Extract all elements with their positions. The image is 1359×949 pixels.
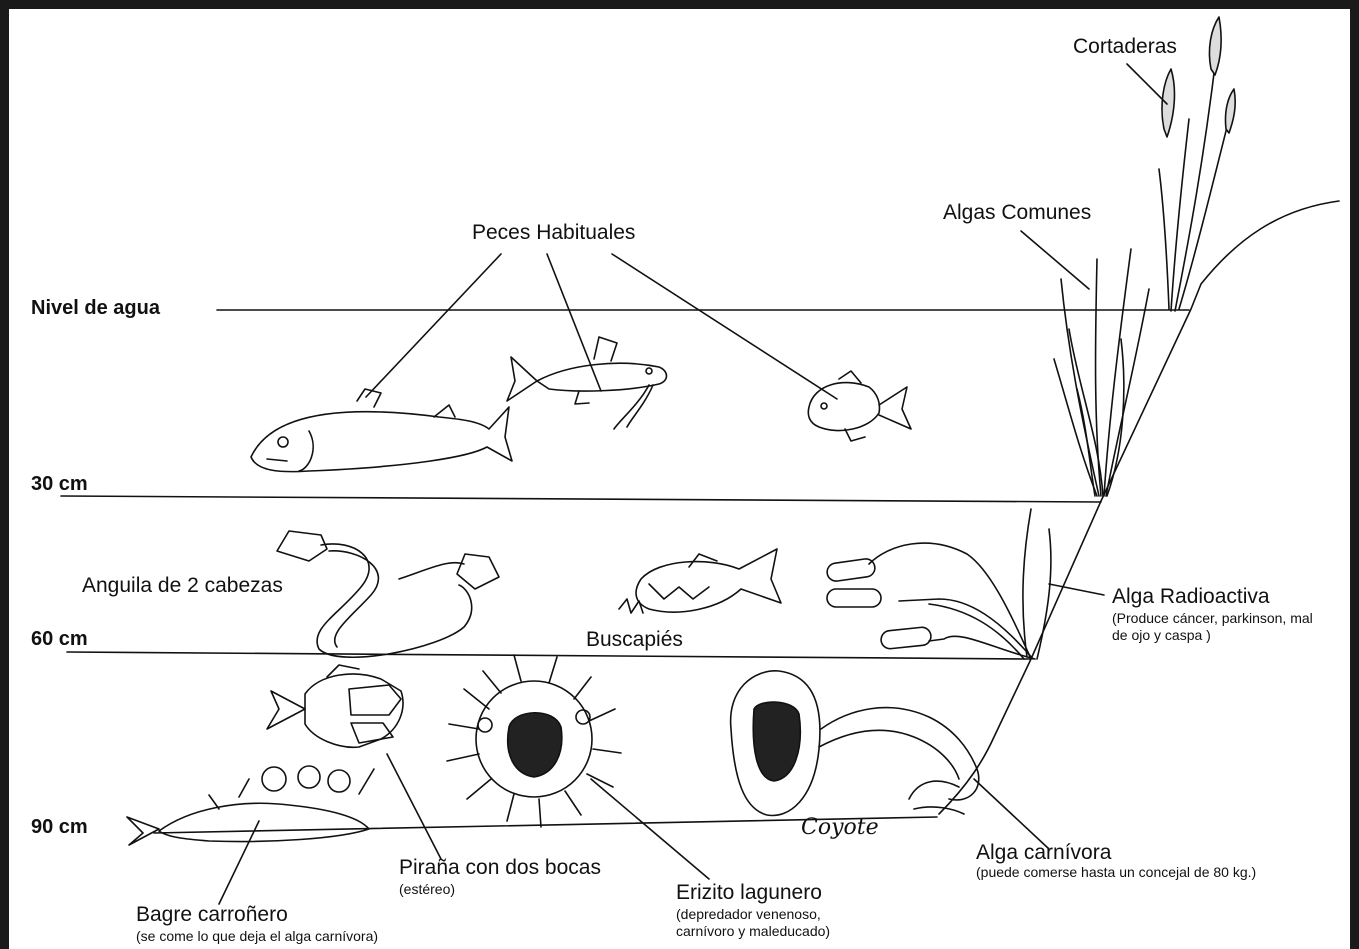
cortaderas-leader [1127, 64, 1167, 104]
depth-60-label: 60 cm [31, 629, 88, 649]
depth-30-label: 30 cm [31, 474, 88, 494]
habitual-fish-small [808, 371, 911, 441]
radioactive-alga [826, 509, 1051, 659]
peces-leader-2 [547, 254, 601, 391]
shore-bank [939, 201, 1339, 814]
depth-60-line [67, 652, 1031, 659]
erizito-leader [591, 779, 709, 879]
peces-habituales-label: Peces Habituales [472, 222, 635, 243]
buscapies-fish [619, 549, 781, 613]
alga-radioactiva-label: Alga Radioactiva [1112, 586, 1270, 607]
algas-comunes-plant [1054, 249, 1149, 496]
bagre-leader [219, 821, 259, 904]
artist-signature: Coyote [801, 817, 879, 839]
erizito-note-2: carnívoro y maleducado) [676, 923, 830, 940]
lagoon-urchin [447, 655, 621, 827]
pirana-leader [387, 754, 441, 859]
algas-comunes-label: Algas Comunes [943, 202, 1091, 223]
erizito-label: Erizito lagunero [676, 882, 822, 903]
pirana-note: (estéreo) [399, 881, 455, 898]
peces-leader-3 [612, 254, 837, 399]
buscapies-label: Buscapiés [586, 629, 683, 650]
alga-radioactiva-note: (Produce cáncer, parkinson, mal de ojo y… [1112, 610, 1322, 644]
erizito-note-1: (depredador venenoso, [676, 906, 821, 923]
cortaderas-label: Cortaderas [1073, 36, 1177, 57]
diagram-canvas: Nivel de agua 30 cm 60 cm 90 cm Cortader… [9, 9, 1350, 949]
carnivorous-alga [731, 671, 979, 816]
habitual-fish-large [251, 389, 512, 472]
two-mouthed-piranha [267, 665, 403, 747]
alga-carnivora-leader [974, 779, 1049, 849]
lagoon-illustration [9, 9, 1350, 949]
depth-30-line [61, 496, 1101, 502]
anguila-label: Anguila de 2 cabezas [82, 575, 283, 596]
water-level-label: Nivel de agua [31, 298, 160, 318]
peces-leader-1 [366, 254, 501, 397]
alga-radioactiva-leader [1049, 584, 1104, 595]
habitual-fish-catfish [507, 337, 667, 429]
alga-carnivora-note: (puede comerse hasta un concejal de 80 k… [976, 864, 1256, 881]
algas-comunes-leader [1021, 231, 1089, 289]
bagre-label: Bagre carroñero [136, 904, 288, 925]
cortaderas-plant [1159, 17, 1235, 311]
depth-90-label: 90 cm [31, 817, 88, 837]
pirana-label: Piraña con dos bocas [399, 857, 601, 878]
bagre-note: (se come lo que deja el alga carnívora) [136, 928, 378, 945]
two-headed-eel [277, 531, 499, 657]
alga-carnivora-label: Alga carnívora [976, 842, 1111, 863]
scavenger-catfish [127, 766, 374, 845]
